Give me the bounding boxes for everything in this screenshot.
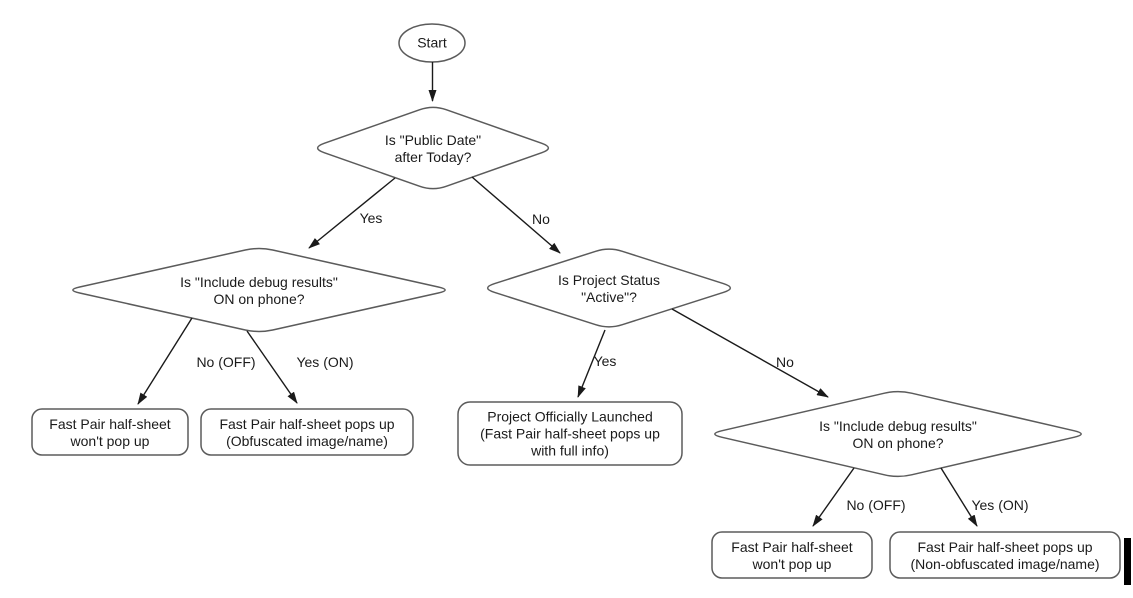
edge-debug-right-yes — [940, 467, 978, 527]
start-node-label: Start — [417, 35, 447, 52]
edge-label-public-date-yes: Yes — [359, 210, 383, 226]
result-no-popup-right-line2: won't pop up — [752, 556, 832, 572]
result-launched-line2: (Fast Pair half-sheet pops up — [480, 425, 660, 442]
edge-status-yes — [577, 329, 606, 398]
result-no-popup-left-line2: won't pop up — [70, 433, 150, 449]
decision-project-status-line2: "Active"? — [581, 289, 637, 305]
result-launched-line3: with full info) — [531, 442, 609, 459]
result-non-obfuscated-line1: Fast Pair half-sheet pops up — [917, 539, 1093, 555]
edge-label-public-date-no: No — [532, 211, 550, 227]
result-no-popup-right-label: Fast Pair half-sheet won't pop up — [731, 539, 852, 573]
edge-label-debug-right-yes: Yes (ON) — [971, 497, 1029, 513]
edge-public-date-no — [471, 176, 561, 254]
edge-label-status-yes: Yes — [593, 353, 617, 369]
result-no-popup-left-label: Fast Pair half-sheet won't pop up — [49, 416, 170, 450]
result-no-popup-right-shape — [711, 531, 873, 579]
decision-public-date-label: Is "Public Date" after Today? — [385, 132, 481, 166]
result-non-obfuscated-shape — [889, 531, 1121, 579]
edge-label-status-no: No — [776, 354, 794, 370]
decision-debug-right-line2: ON on phone? — [852, 435, 944, 451]
edge-debug-left-yes — [246, 330, 298, 404]
decision-project-status-shape — [486, 248, 732, 328]
result-launched-line1: Project Officially Launched — [487, 408, 653, 425]
edge-label-debug-left-no: No (OFF) — [196, 354, 256, 370]
decision-project-status-line1: Is Project Status — [558, 272, 660, 288]
decision-public-date-shape — [316, 106, 550, 190]
edge-debug-right-no — [812, 467, 855, 527]
edge-label-debug-right-no: No (OFF) — [846, 497, 906, 513]
edge-public-date-yes — [308, 177, 396, 249]
decision-debug-left-line1: Is "Include debug results" — [180, 274, 338, 290]
decision-public-date-line2: after Today? — [394, 149, 472, 165]
result-non-obfuscated-label: Fast Pair half-sheet pops up (Non-obfusc… — [910, 539, 1099, 573]
result-no-popup-right-line1: Fast Pair half-sheet — [731, 539, 853, 555]
start-node-text: Start — [417, 34, 447, 51]
edge-status-no — [671, 308, 829, 398]
result-obfuscated-line2: (Obfuscated image/name) — [226, 433, 388, 449]
decision-project-status-label: Is Project Status "Active"? — [558, 272, 660, 306]
decision-debug-left-line2: ON on phone? — [213, 291, 305, 307]
edge-debug-left-no — [137, 317, 193, 405]
text-cursor-artifact — [1124, 538, 1131, 585]
result-no-popup-left-shape — [31, 408, 189, 456]
decision-debug-left-label: Is "Include debug results" ON on phone? — [180, 274, 338, 308]
decision-public-date-line1: Is "Public Date" — [384, 132, 482, 148]
result-non-obfuscated-line2: (Non-obfuscated image/name) — [910, 556, 1100, 572]
result-obfuscated-line1: Fast Pair half-sheet pops up — [219, 416, 395, 432]
decision-debug-right-line1: Is "Include debug results" — [819, 418, 977, 434]
result-launched-label: Project Officially Launched (Fast Pair h… — [480, 409, 660, 460]
result-launched-shape — [457, 401, 683, 466]
decision-debug-left-shape — [72, 247, 446, 333]
decision-debug-right-label: Is "Include debug results" ON on phone? — [819, 418, 977, 452]
decision-debug-right-shape — [714, 390, 1082, 478]
edge-label-debug-left-yes: Yes (ON) — [296, 354, 354, 370]
result-obfuscated-label: Fast Pair half-sheet pops up (Obfuscated… — [219, 416, 394, 450]
result-no-popup-left-line1: Fast Pair half-sheet — [49, 416, 171, 432]
result-obfuscated-shape — [200, 408, 414, 456]
